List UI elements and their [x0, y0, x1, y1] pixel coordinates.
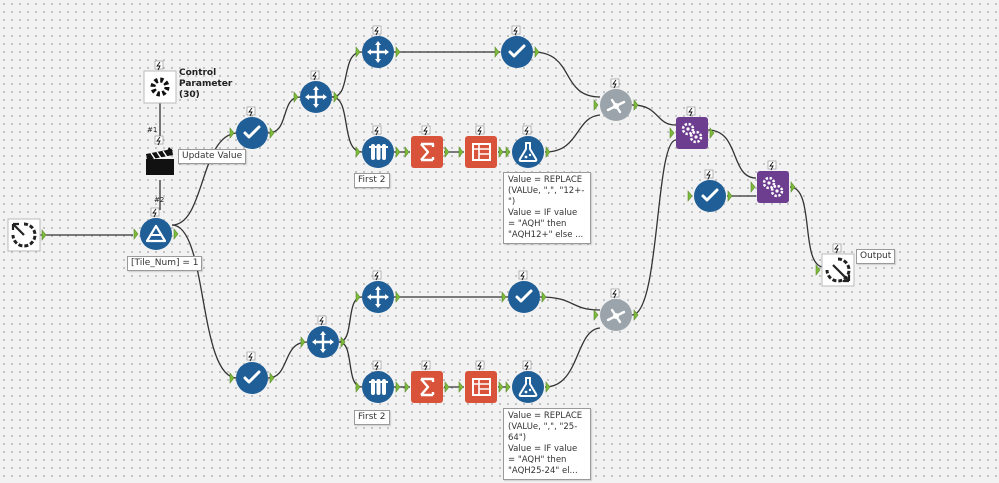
- sample-tube-bottom-tool[interactable]: [355, 360, 401, 403]
- action-update-tool[interactable]: [146, 135, 174, 175]
- formula-top-tool[interactable]: [505, 125, 551, 168]
- output-label: Output: [856, 249, 896, 264]
- connection-wire[interactable]: [338, 341, 363, 388]
- connection-wire[interactable]: [171, 132, 238, 226]
- connection-wire[interactable]: [267, 341, 308, 379]
- connection-wire[interactable]: [631, 139, 677, 316]
- macro-output-tool[interactable]: [815, 243, 855, 287]
- macro-input-tool[interactable]: [7, 218, 47, 252]
- connection-wire[interactable]: [331, 51, 363, 98]
- connection-wire[interactable]: [171, 224, 238, 379]
- sample-top-a-tool[interactable]: [293, 70, 339, 113]
- append-bottom-tool[interactable]: [593, 288, 639, 331]
- summarize-top-tool[interactable]: [404, 125, 450, 168]
- connection-wire[interactable]: [544, 327, 601, 388]
- control-parameter-label: Control Parameter (30): [179, 68, 233, 100]
- formula-bottom-annotation: Value = REPLACE (VALUe, ",", "25-64") Va…: [503, 408, 591, 480]
- select-bottom-1-tool[interactable]: [229, 351, 275, 394]
- sample-tube-top-tool[interactable]: [355, 125, 401, 168]
- connection-wire[interactable]: [539, 296, 601, 311]
- sample-bottom-label: First 2: [354, 410, 390, 425]
- union-top-tool[interactable]: [669, 106, 715, 149]
- formula-bottom-tool[interactable]: [505, 360, 551, 403]
- sample-bottom-a-tool[interactable]: [300, 315, 346, 358]
- connection-wire[interactable]: [631, 104, 677, 126]
- select-side-tool[interactable]: [687, 169, 733, 212]
- connection-wire[interactable]: [338, 296, 363, 343]
- sample-top-label: First 2: [354, 173, 390, 188]
- crosstab-top-tool[interactable]: [458, 125, 504, 168]
- connection-label-1: #1: [147, 126, 158, 134]
- append-top-tool[interactable]: [593, 78, 639, 121]
- connection-label-2: #2: [154, 196, 165, 204]
- union-final-tool[interactable]: [750, 160, 796, 203]
- filter-tool[interactable]: [133, 207, 179, 250]
- connection-wire[interactable]: [532, 51, 601, 98]
- select-top-1-tool[interactable]: [229, 106, 275, 149]
- crosstab-bottom-tool[interactable]: [458, 360, 504, 403]
- sample-top-b-tool[interactable]: [355, 25, 401, 68]
- connection-wire[interactable]: [707, 129, 757, 179]
- connection-wire[interactable]: [267, 96, 301, 134]
- connection-wire[interactable]: [331, 96, 363, 153]
- summarize-bottom-tool[interactable]: [404, 360, 450, 403]
- select-bottom-2-tool[interactable]: [501, 270, 547, 313]
- connection-wire[interactable]: [544, 114, 601, 153]
- update-value-label: Update Value: [178, 149, 247, 164]
- sample-bottom-b-tool[interactable]: [355, 270, 401, 313]
- control-parameter-tool[interactable]: [143, 60, 177, 104]
- connection-wire[interactable]: [789, 186, 824, 268]
- filter-expression-label: [Tile_Num] = 1: [127, 256, 203, 271]
- select-top-2-tool[interactable]: [494, 25, 540, 68]
- formula-top-annotation: Value = REPLACE (VALUe, ",", "12+-") Val…: [503, 172, 591, 244]
